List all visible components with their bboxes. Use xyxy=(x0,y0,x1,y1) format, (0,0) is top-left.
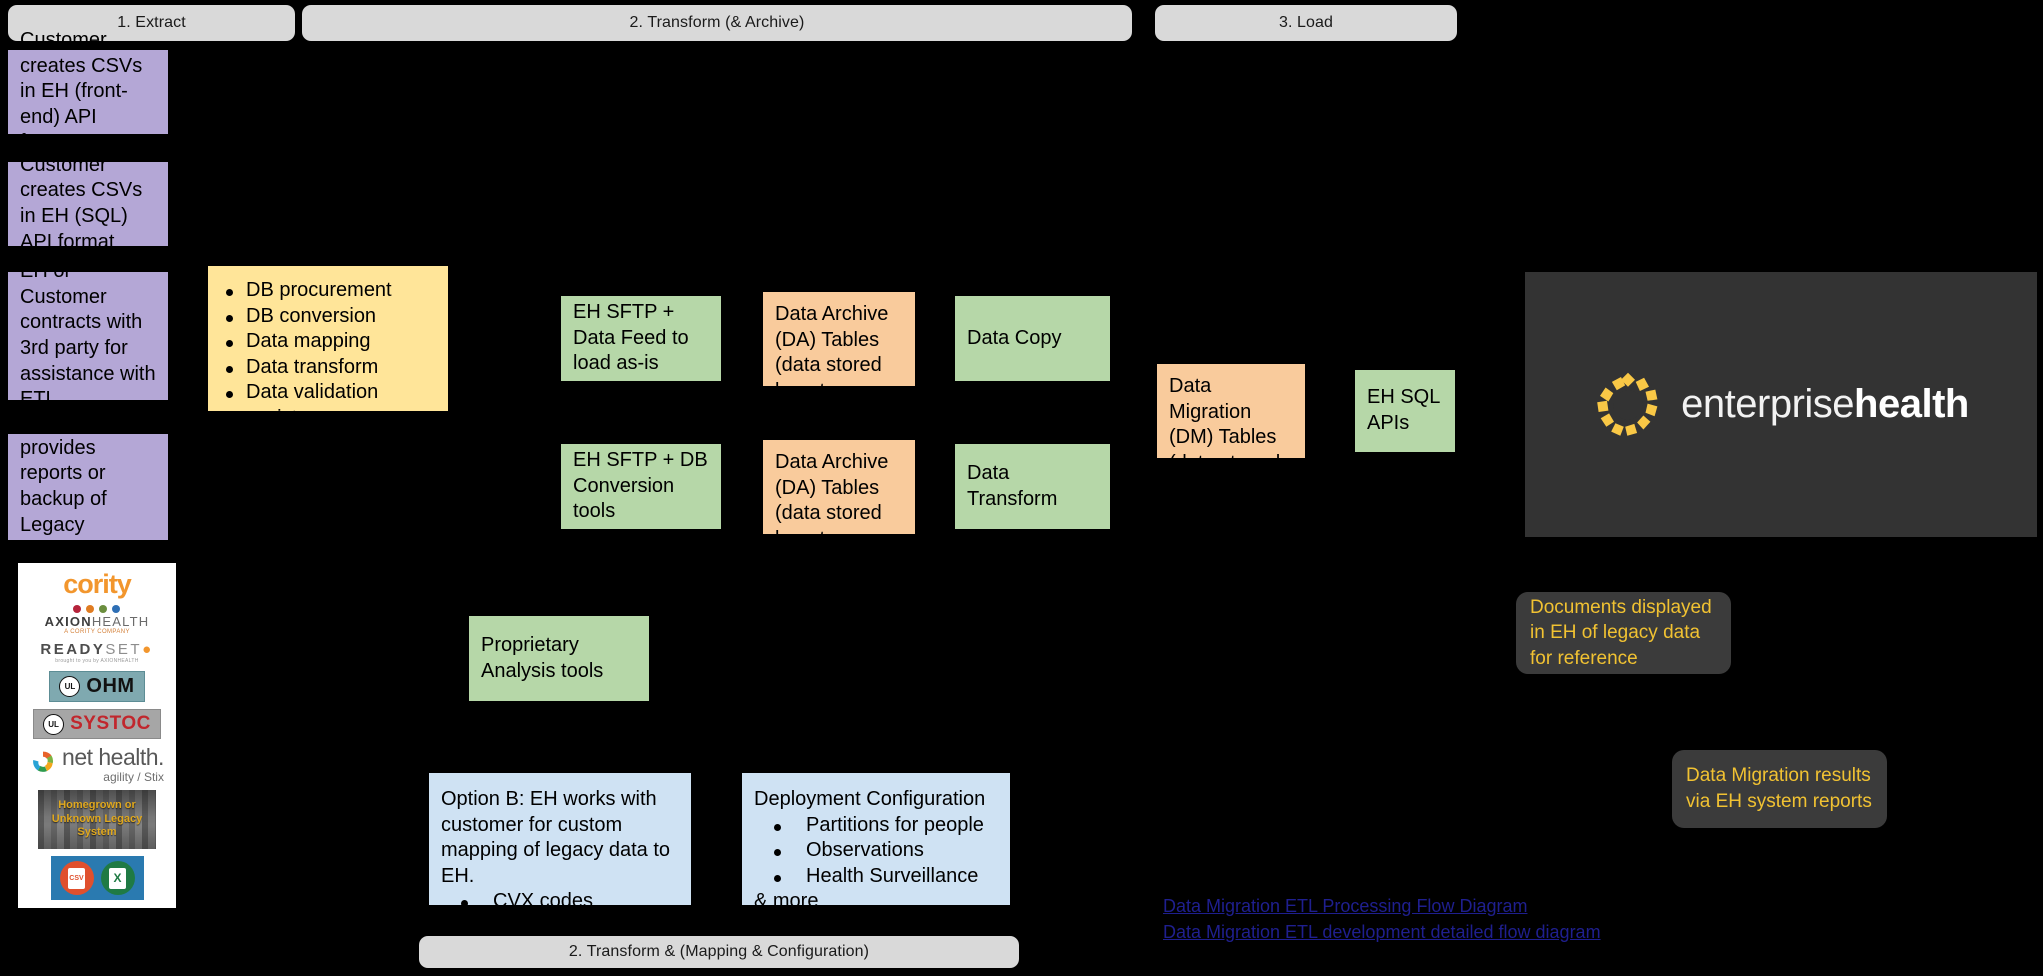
readyset-wordmark: READYSET● xyxy=(40,642,153,657)
net-health-tagline: agility / Stix xyxy=(103,770,164,784)
extract-box-third-party-label: EH or Customer contracts with 3rd party … xyxy=(20,260,156,411)
phase-header-mapping-label: 2. Transform & (Mapping & Configuration) xyxy=(568,943,870,960)
load-box-dm-tables[interactable]: Data Migration (DM) Tables (data staged … xyxy=(1157,364,1305,499)
axion-dots-icon xyxy=(73,605,121,613)
mapping-box-deployment-config[interactable]: Deployment Configuration Partitions for … xyxy=(742,773,1010,912)
transform-box-data-transform-label: Data Transform xyxy=(967,461,1058,510)
readyset-tagline: brought to you by AXIONHEALTH xyxy=(55,658,139,664)
phase-header-load[interactable]: 3. Load xyxy=(1155,5,1457,41)
cority-logo: cority xyxy=(63,569,132,599)
axion-health-wordmark: AXIONHEALTH xyxy=(45,615,150,628)
sunburst-icon xyxy=(1593,370,1663,440)
third-party-service-item: Data transform xyxy=(220,355,436,381)
extract-box-csv-sql[interactable]: Customer creates CSVs in EH (SQL) API fo… xyxy=(8,154,168,253)
ul-ohm-logo: UL OHM xyxy=(49,671,145,702)
transform-box-analysis-tools-label: Proprietary Analysis tools xyxy=(481,633,604,682)
net-health-wordmark: net health. agility / Stix xyxy=(62,744,164,784)
mapping-box-option-b-list: CVX codes Observations xyxy=(441,889,679,940)
transform-box-da-tables-1-label: Data Archive (DA) Tables (data stored lo… xyxy=(775,303,893,428)
legacy-system-caption: Homegrown or Unknown Legacy System xyxy=(51,798,143,839)
axion-health-logo: AXIONHEALTH A CORITY COMPANY xyxy=(45,605,150,635)
phase-header-extract[interactable]: 1. Extract xyxy=(8,5,295,41)
ul-systoc-logo: UL SYSTOC xyxy=(33,709,161,739)
axion-light: HEALTH xyxy=(91,614,150,629)
enterprise-health-logo-panel: enterprisehealth xyxy=(1525,272,2037,537)
extract-box-legacy-reports-label: Customer provides reports or backup of L… xyxy=(20,411,107,562)
load-box-eh-sql-apis[interactable]: EH SQL APIs xyxy=(1355,370,1455,452)
ul-mark-icon: UL xyxy=(43,713,65,735)
mapping-box-option-b-heading: Option B: EH works with customer for cus… xyxy=(441,788,671,887)
callout-dm-results[interactable]: Data Migration results via EH system rep… xyxy=(1672,750,1887,828)
brand-word-bold: health xyxy=(1854,382,1969,426)
csv-file-icon: CSV xyxy=(59,861,94,895)
third-party-services-list: DB procurement DB conversion Data mappin… xyxy=(220,278,436,432)
third-party-services-box[interactable]: DB procurement DB conversion Data mappin… xyxy=(208,266,448,429)
mapping-option-b-item: CVX codes xyxy=(441,889,679,915)
transform-box-sftp-datafeed-label: EH SFTP + Data Feed to load as-is xyxy=(573,301,689,375)
net-health-logo: net health. agility / Stix xyxy=(30,746,164,783)
third-party-service-item: DB procurement xyxy=(220,278,436,304)
load-box-dm-tables-label: Data Migration (DM) Tables (data staged … xyxy=(1169,375,1287,500)
systoc-wordmark: SYSTOC xyxy=(70,713,151,734)
phase-header-transform-label: 2. Transform (& Archive) xyxy=(629,14,805,31)
file-format-icons: CSV X xyxy=(50,856,144,900)
mapping-box-deployment-config-list: Partitions for people Observations Healt… xyxy=(754,813,998,890)
axion-main: AXION xyxy=(44,614,92,629)
diagram-links: Data Migration ETL Processing Flow Diagr… xyxy=(1163,893,1601,945)
net-health-name: net health. xyxy=(62,744,164,770)
deployment-config-item: Observations xyxy=(754,838,998,864)
transform-box-sftp-dbconv-label: EH SFTP + DB Conversion tools xyxy=(573,449,708,523)
transform-box-da-tables-1[interactable]: Data Archive (DA) Tables (data stored lo… xyxy=(763,292,915,427)
readyset-logo: READYSET● brought to you by AXIONHEALTH xyxy=(40,642,153,664)
ohm-wordmark: OHM xyxy=(86,675,135,697)
deployment-config-item: Health Surveillance xyxy=(754,864,998,890)
mapping-box-deployment-config-heading: Deployment Configuration xyxy=(754,788,986,810)
legacy-system-photo: Homegrown or Unknown Legacy System xyxy=(38,790,156,849)
extract-box-legacy-reports[interactable]: Customer provides reports or backup of L… xyxy=(8,411,168,561)
transform-box-data-copy-label: Data Copy xyxy=(967,326,1062,349)
transform-box-sftp-dbconv[interactable]: EH SFTP + DB Conversion tools xyxy=(561,444,721,529)
extract-box-csv-sql-label: Customer creates CSVs in EH (SQL) API fo… xyxy=(20,153,143,253)
phase-header-load-label: 3. Load xyxy=(1278,14,1334,31)
phase-header-transform[interactable]: 2. Transform (& Archive) xyxy=(302,5,1132,41)
net-health-swirl-icon xyxy=(30,749,56,780)
phase-header-extract-label: 1. Extract xyxy=(117,14,186,31)
callout-documents-displayed[interactable]: Documents displayed in EH of legacy data… xyxy=(1516,592,1731,674)
transform-box-data-copy[interactable]: Data Copy xyxy=(955,296,1110,381)
callout-documents-displayed-label: Documents displayed in EH of legacy data… xyxy=(1530,596,1712,669)
link-processing-flow[interactable]: Data Migration ETL Processing Flow Diagr… xyxy=(1163,896,1528,916)
readyset-main: READY xyxy=(40,641,106,658)
server-racks-texture xyxy=(38,790,156,849)
transform-box-da-tables-2-label: Data Archive (DA) Tables (data stored lo… xyxy=(775,451,893,576)
phase-header-mapping[interactable]: 2. Transform & (Mapping & Configuration) xyxy=(419,936,1019,968)
link-detailed-flow[interactable]: Data Migration ETL development detailed … xyxy=(1163,922,1601,943)
third-party-service-item: Data mapping xyxy=(220,329,436,355)
extract-box-csv-frontend-label: Customer creates CSVs in EH (front-end) … xyxy=(20,29,143,154)
load-box-eh-sql-apis-label: EH SQL APIs xyxy=(1367,386,1440,434)
third-party-service-item: Data validation assistance xyxy=(220,380,436,431)
enterprise-health-wordmark: enterprisehealth xyxy=(1681,382,1969,427)
readyset-light: SET xyxy=(105,641,143,658)
readyset-dot-icon: ● xyxy=(142,641,154,658)
transform-box-sftp-datafeed[interactable]: EH SFTP + Data Feed to load as-is xyxy=(561,296,721,381)
mapping-box-option-b[interactable]: Option B: EH works with customer for cus… xyxy=(429,773,691,938)
mapping-option-b-item: Observations xyxy=(441,915,679,941)
excel-file-icon: X xyxy=(100,861,135,895)
extract-box-csv-frontend[interactable]: Customer creates CSVs in EH (front-end) … xyxy=(8,29,168,153)
axion-tagline: A CORITY COMPANY xyxy=(64,629,130,635)
deployment-config-item: Partitions for people xyxy=(754,813,998,839)
transform-box-analysis-tools[interactable]: Proprietary Analysis tools xyxy=(469,616,649,701)
brand-word-light: enterprise xyxy=(1681,382,1855,426)
deployment-config-footer: & more xyxy=(754,890,819,913)
legacy-vendor-logo-strip: cority AXIONHEALTH A CORITY COMPANY READ… xyxy=(18,563,176,908)
extract-box-third-party[interactable]: EH or Customer contracts with 3rd party … xyxy=(8,260,168,410)
transform-box-da-tables-2[interactable]: Data Archive (DA) Tables (data stored lo… xyxy=(763,440,915,575)
third-party-service-item: DB conversion xyxy=(220,304,436,330)
transform-box-data-transform[interactable]: Data Transform xyxy=(955,444,1110,529)
callout-dm-results-label: Data Migration results via EH system rep… xyxy=(1686,765,1872,812)
ul-mark-icon: UL xyxy=(59,676,81,697)
